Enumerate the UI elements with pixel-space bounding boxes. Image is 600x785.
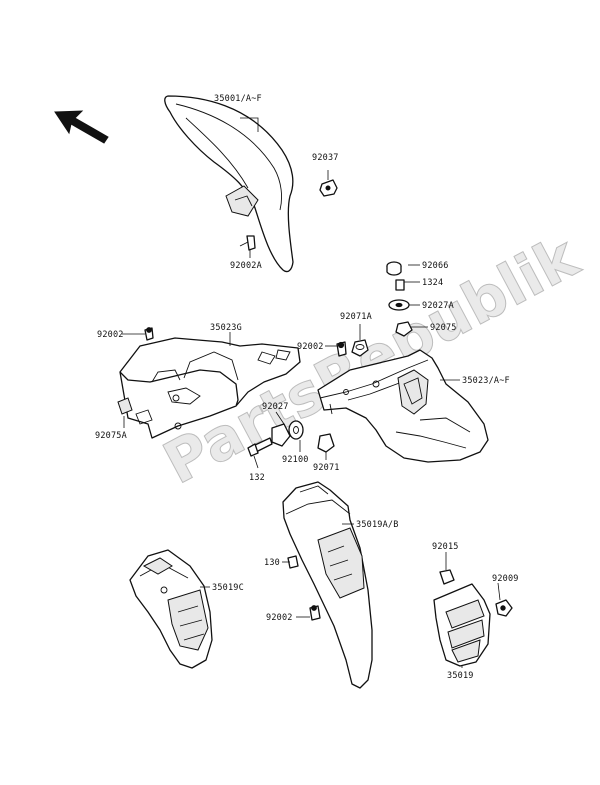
reflector-plate-35019 xyxy=(433,583,491,667)
label-35001: 35001/A~F xyxy=(214,94,262,104)
screw-92002A xyxy=(239,235,256,251)
inner-fender xyxy=(119,337,301,439)
label-132: 132 xyxy=(249,473,265,483)
collar-92100 xyxy=(271,423,291,447)
label-35019: 35019 xyxy=(447,671,474,681)
label-92071A: 92071A xyxy=(340,312,372,322)
label-92002-lower: 92002 xyxy=(266,613,293,623)
label-92002A: 92002A xyxy=(230,261,262,271)
front-fender xyxy=(164,95,294,273)
label-92002-top-left: 92002 xyxy=(97,330,124,340)
leader-lines xyxy=(122,117,501,668)
bolt-92002-left xyxy=(144,327,154,341)
rear-flap-35019C xyxy=(129,549,213,669)
label-92075: 92075 xyxy=(430,323,457,333)
bolt-92015 xyxy=(439,569,455,585)
bolt-92009 xyxy=(495,599,513,617)
label-35023: 35023/A~F xyxy=(462,376,510,386)
label-35019AB: 35019A/B xyxy=(356,520,399,530)
label-1324: 1324 xyxy=(422,278,443,288)
bolt-132 xyxy=(247,437,273,457)
bolt-92002-mid xyxy=(336,341,347,357)
part-labels: 35001/A~F 92037 92002A 92066 1324 92027A… xyxy=(95,94,519,681)
washer-92027A xyxy=(388,299,410,311)
label-92002-mid: 92002 xyxy=(297,342,324,352)
direction-arrow-icon xyxy=(54,110,109,144)
screw-130 xyxy=(287,555,299,569)
grommet-92071A xyxy=(351,339,369,357)
grommet-92075 xyxy=(395,321,413,337)
label-92027: 92027 xyxy=(262,402,289,412)
washer-92027 xyxy=(288,420,304,440)
label-92075A: 92075A xyxy=(95,431,127,441)
grommet-92071 xyxy=(317,433,335,453)
bolt-92037 xyxy=(319,179,338,197)
rear-fender xyxy=(317,349,489,463)
label-130: 130 xyxy=(264,558,280,568)
label-35023G: 35023G xyxy=(210,323,242,333)
label-92037: 92037 xyxy=(312,153,339,163)
label-92100: 92100 xyxy=(282,455,309,465)
pad-92075A xyxy=(117,397,133,415)
label-92015: 92015 xyxy=(432,542,459,552)
rear-flap-35019A-B xyxy=(282,481,373,689)
label-92027A: 92027A xyxy=(422,301,454,311)
collar-1324 xyxy=(395,279,405,291)
label-92071: 92071 xyxy=(313,463,340,473)
label-92066: 92066 xyxy=(422,261,449,271)
bolt-92002-lower xyxy=(309,605,321,621)
label-92009: 92009 xyxy=(492,574,519,584)
grommet-92066 xyxy=(386,261,402,276)
label-35019C: 35019C xyxy=(212,583,244,593)
